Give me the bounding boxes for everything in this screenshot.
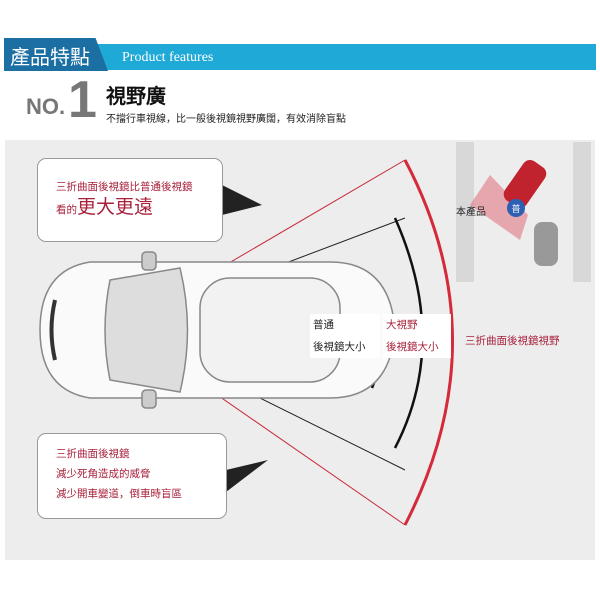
traffic-illustration: 普: [470, 160, 558, 266]
three-fold-arc: [403, 159, 454, 526]
label-normal-mirror: 普通 後視鏡大小: [310, 314, 380, 358]
label-line: 後視鏡大小: [386, 341, 439, 353]
header-title-en: Product features: [122, 50, 214, 65]
label-line: 普通: [313, 319, 334, 331]
gray-car: [534, 222, 558, 266]
badge-text: 普: [511, 203, 520, 215]
callout-top-line: 三折曲面後視鏡比普通後視鏡: [56, 181, 193, 193]
feature-subtitle: 不擋行車視線，比一般後視鏡視野廣闊，有效消除盲點: [106, 114, 346, 125]
label-line: 大視野: [386, 319, 418, 331]
bubble-tail: [226, 460, 268, 492]
road-marking: [456, 142, 474, 282]
label-three-fold-view: 三折曲面後視鏡視野: [465, 335, 560, 347]
feature-title: 視野廣: [106, 84, 166, 108]
header-tab: [4, 38, 108, 71]
label-this-product: 本產品: [456, 207, 486, 218]
callout-bottom-line: 三折曲面後視鏡: [56, 448, 130, 460]
header-title-cn: 產品特點: [10, 45, 90, 69]
callout-bottom-line: 減少開車變道，倒車時盲區: [56, 488, 182, 500]
callout-bottom: 三折曲面後視鏡 減少死角造成的威脅 減少開車變道，倒車時盲區: [37, 433, 227, 519]
road-marking: [573, 142, 591, 282]
label-wide-mirror: 大視野 後視鏡大小: [383, 314, 451, 358]
callout-top: 三折曲面後視鏡比普通後視鏡 看的更大更遠: [37, 158, 223, 242]
bubble-tail: [222, 185, 262, 215]
callout-top-emphasis: 更大更遠: [77, 196, 154, 218]
feature-number-prefix: NO.: [26, 94, 66, 119]
feature-number: 1: [68, 71, 97, 129]
label-line: 後視鏡大小: [313, 341, 366, 353]
car-top-view: [39, 251, 396, 409]
badge: [507, 199, 525, 217]
callout-top-prefix: 看的: [56, 204, 77, 216]
callout-bottom-line: 減少死角造成的威脅: [56, 468, 151, 480]
red-car: [503, 160, 547, 208]
